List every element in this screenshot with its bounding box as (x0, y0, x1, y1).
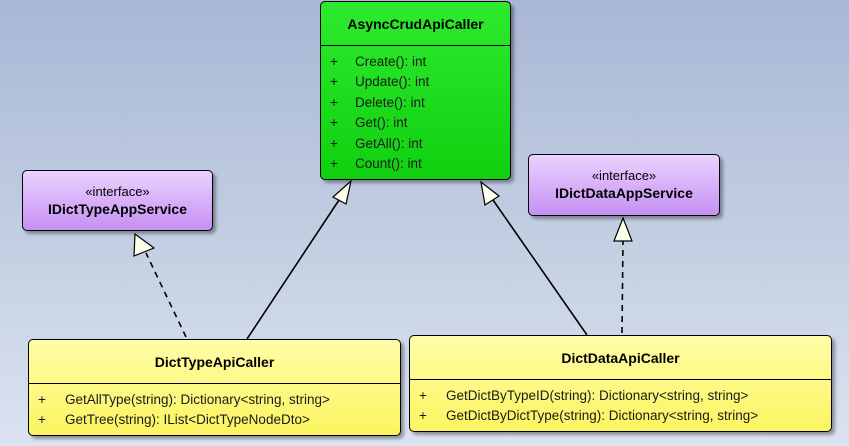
member-signature: Delete(): int (355, 94, 425, 110)
stereotype-label: «interface» (591, 168, 657, 183)
member-list: + GetAllType(string): Dictionary<string, … (29, 383, 400, 430)
member-signature: GetTree(string): IList<DictTypeNodeDto> (65, 412, 310, 428)
class-name: DictTypeApiCaller (154, 353, 275, 370)
member-signature: GetAllType(string): Dictionary<string, s… (65, 391, 330, 407)
member-signature: GetDictByDictType(string): Dictionary<st… (446, 408, 759, 424)
member-row: + Create(): int (321, 51, 510, 72)
realization-arrowhead-right (613, 216, 633, 242)
class-name: AsyncCrudApiCaller (347, 15, 484, 32)
member-row: + GetAll(): int (321, 133, 510, 154)
member-signature: GetDictByTypeID(string): Dictionary<stri… (446, 387, 749, 403)
member-row: + Get(): int (321, 113, 510, 134)
member-row: + GetDictByTypeID(string): Dictionary<str… (410, 385, 831, 406)
visibility-marker: + (330, 115, 338, 131)
interface-name: IDictDataAppService (555, 185, 693, 201)
generalization-arrowhead-right (480, 180, 501, 206)
member-row: + Count(): int (321, 154, 510, 175)
visibility-marker: + (330, 135, 338, 151)
interface-idict-data-app-service[interactable]: «interface» IDictDataAppService (528, 154, 720, 216)
class-header: AsyncCrudApiCaller (321, 2, 510, 45)
class-async-crud-api-caller[interactable]: AsyncCrudApiCaller + Create(): int + Updat… (320, 1, 511, 180)
generalization-line-dicttype (246, 199, 340, 340)
class-name: DictDataApiCaller (561, 349, 680, 366)
member-signature: Create(): int (355, 53, 427, 69)
visibility-marker: + (330, 156, 338, 172)
class-header: DictDataApiCaller (410, 336, 831, 379)
visibility-marker: + (419, 408, 427, 424)
member-row: + GetAllType(string): Dictionary<string, … (29, 389, 400, 410)
member-row: + Delete(): int (321, 92, 510, 113)
class-dict-data-api-caller[interactable]: DictDataApiCaller + GetDictByTypeID(strin… (409, 335, 832, 432)
member-list: + GetDictByTypeID(string): Dictionary<str… (410, 379, 831, 426)
visibility-marker: + (38, 391, 46, 407)
class-header: DictTypeApiCaller (29, 340, 400, 383)
realization-arrowhead-left (133, 232, 156, 257)
class-dict-type-api-caller[interactable]: DictTypeApiCaller + GetAllType(string): D… (28, 339, 401, 436)
interface-idict-type-app-service[interactable]: «interface» IDictTypeAppService (22, 170, 213, 231)
visibility-marker: + (330, 53, 338, 69)
member-signature: Get(): int (355, 115, 408, 131)
visibility-marker: + (38, 412, 46, 428)
class-header: «interface» IDictTypeAppService (23, 171, 212, 230)
member-row: + GetTree(string): IList<DictTypeNodeDto> (29, 410, 400, 431)
member-list: + Create(): int + Update(): int + Delete():… (321, 45, 510, 174)
member-signature: Update(): int (355, 74, 430, 90)
stereotype-label: «interface» (85, 183, 150, 199)
class-header: «interface» IDictDataAppService (529, 155, 719, 215)
member-signature: Count(): int (355, 156, 422, 172)
visibility-marker: + (419, 387, 427, 403)
member-row: + Update(): int (321, 72, 510, 93)
interface-name: IDictTypeAppService (47, 200, 187, 217)
generalization-arrowhead-left (331, 179, 352, 205)
realization-line-dicttype (145, 252, 187, 338)
visibility-marker: + (330, 94, 338, 110)
member-signature: GetAll(): int (355, 135, 423, 151)
generalization-line-dictdata (492, 199, 588, 336)
realization-line-dictdata (621, 239, 624, 334)
member-row: + GetDictByDictType(string): Dictionary<s… (410, 406, 831, 427)
visibility-marker: + (330, 74, 338, 90)
